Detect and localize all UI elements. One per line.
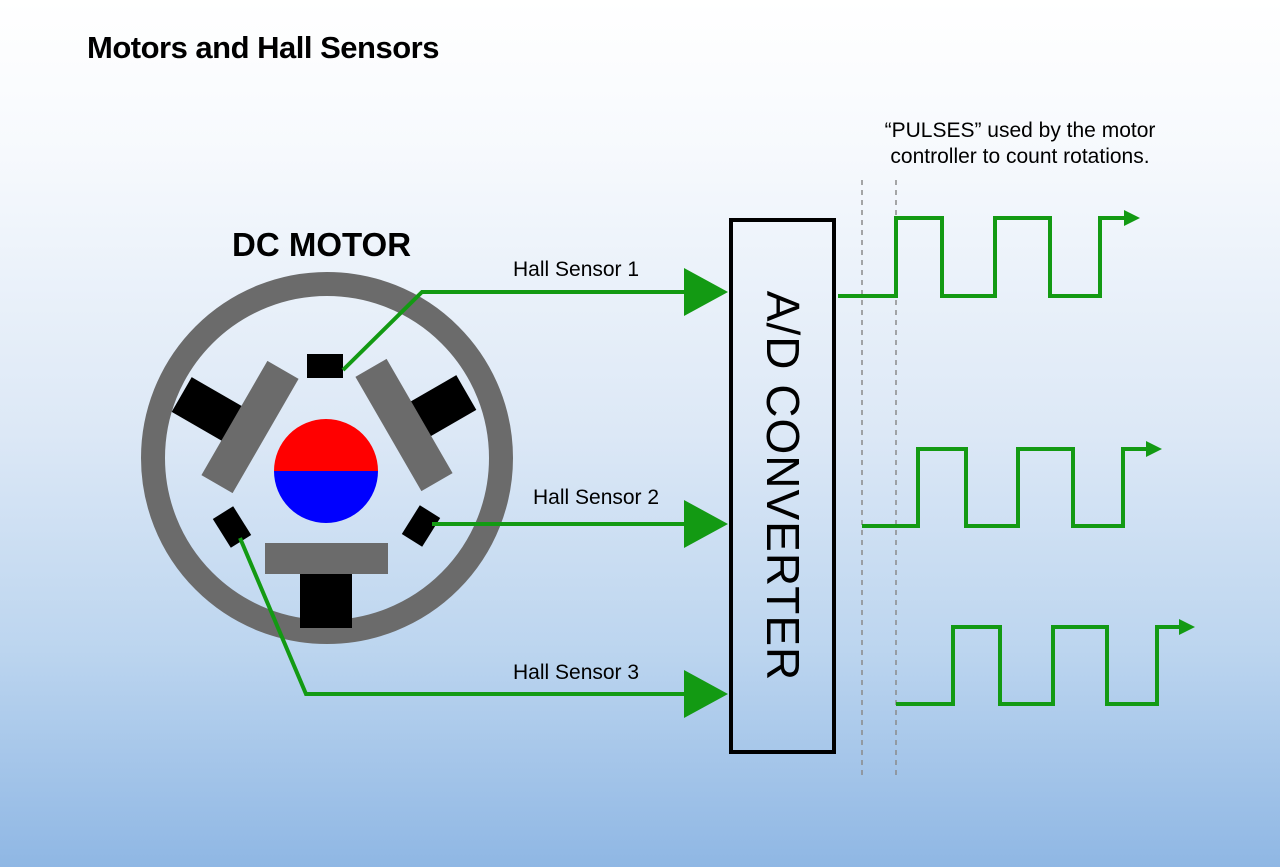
pulse-arrow-2 [1146, 441, 1162, 457]
pulse-train-3 [896, 625, 1183, 706]
rotor-north [274, 419, 378, 471]
pulse-train-2 [862, 447, 1150, 528]
wire-sensor-1 [341, 290, 690, 372]
motor-label: DC MOTOR [232, 226, 412, 263]
hall-sensor-2 [401, 505, 441, 547]
hall-sensor-3 [212, 506, 252, 548]
hall-sensor-2-label: Hall Sensor 2 [533, 486, 660, 509]
arrow-head-1 [684, 268, 728, 316]
pole-piece-left [201, 360, 299, 494]
wire-sensor-3 [238, 537, 690, 696]
pulses-note: “PULSES” used by the motor controller to… [884, 119, 1156, 168]
hall-sensor-3-label: Hall Sensor 3 [513, 661, 640, 684]
rotor-south [274, 471, 378, 523]
arrow-head-3 [684, 670, 728, 718]
arrow-head-2 [684, 500, 728, 548]
pole-piece-right [355, 358, 453, 492]
magnet-bottom [300, 572, 352, 628]
hall-sensor-1 [307, 354, 343, 378]
pulse-train-1 [838, 216, 1130, 298]
ad-converter-label: A/D CONVERTER [756, 290, 809, 682]
pulse-arrow-1 [1124, 210, 1140, 226]
ad-converter-box: A/D CONVERTER [729, 218, 836, 754]
motor-housing [141, 272, 513, 644]
hall-sensor-1-label: Hall Sensor 1 [513, 258, 640, 281]
page-title: Motors and Hall Sensors [87, 30, 439, 65]
pulse-arrow-3 [1179, 619, 1195, 635]
pole-piece-bottom [265, 543, 388, 574]
